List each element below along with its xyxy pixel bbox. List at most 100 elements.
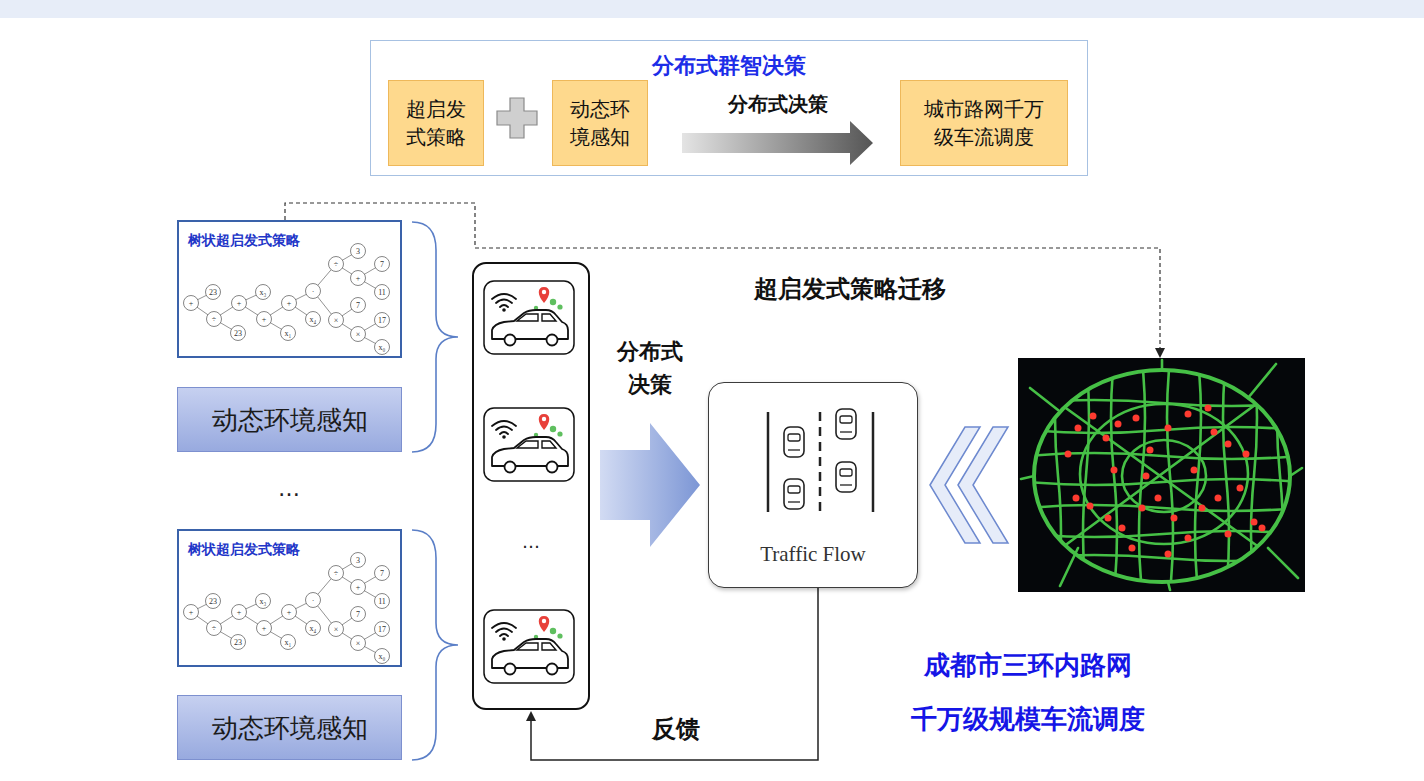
expression-tree-part (257, 621, 272, 636)
tree-node-label: + (189, 299, 194, 308)
expression-tree-part (184, 296, 199, 311)
road-lanes-icon-part (784, 427, 804, 457)
vehicle-icons-part (484, 408, 574, 481)
road-lanes-icon-part (819, 412, 822, 512)
expression-tree-part (329, 313, 344, 328)
expression-tree-part (351, 244, 366, 259)
tree-node-label: ÷ (212, 624, 216, 633)
expression-tree-part (232, 296, 247, 311)
expression-tree-part (351, 607, 366, 622)
expression-tree-part (351, 298, 366, 313)
vehicle-icons-part (557, 304, 562, 309)
tree-node-label: + (262, 624, 267, 633)
road-network-drawing-part (1119, 525, 1126, 532)
tree-node-label: 11 (378, 597, 386, 606)
box-label: 城市路网千万级车流调度 (921, 95, 1047, 151)
tree-node-label: + (356, 583, 361, 592)
road-network-drawing-part (1105, 515, 1112, 522)
tree-node-label: ÷ (334, 569, 338, 578)
expression-tree-part (256, 594, 271, 609)
tree-node-label: + (237, 299, 242, 308)
road-lanes-icon-part (840, 416, 852, 423)
expression-tree-part (306, 312, 321, 327)
tree-node-label: x₁ (285, 329, 292, 338)
vehicle-icons-part (539, 287, 550, 303)
dash-connector (285, 203, 1165, 358)
vehicle-icons-part (502, 308, 506, 312)
road-network-drawing-part (1147, 447, 1154, 454)
road-network-drawing-part (1073, 495, 1080, 502)
tree-node-label: 23 (234, 638, 242, 647)
road-network-drawing-part (1165, 425, 1172, 432)
expression-tree-part (206, 594, 221, 609)
expression-tree-part (351, 271, 366, 286)
road-network-drawing-part (1028, 479, 1298, 485)
vehicle-icons-part (557, 431, 562, 436)
map-caption: 成都市三环内路网千万级规模车流调度 (898, 649, 1158, 735)
expression-tree-part (351, 580, 366, 595)
block-arrow-shape (682, 121, 873, 165)
road-network-drawing-part (1133, 415, 1140, 422)
vehicle-icons-part (550, 299, 556, 305)
tree-node-label: + (287, 299, 292, 308)
perception-box: 动态环境感知 (177, 387, 402, 452)
road-network-drawing-part (1143, 473, 1150, 480)
vehicle-icons-part (550, 628, 556, 634)
tree-node-label: 7 (356, 610, 360, 619)
road-network-drawing-part (1028, 531, 1298, 537)
expression-tree-part (375, 257, 390, 272)
box-label: 超启发式策略 (401, 95, 471, 151)
road-lanes-icon-part (840, 484, 852, 485)
curly-brace (412, 530, 458, 760)
vehicle-icons-part (542, 417, 546, 421)
road-lanes-icon-part (836, 409, 856, 439)
tree-node-label: 23 (209, 288, 217, 297)
vehicle-icons-part (517, 643, 556, 650)
expression-tree-part (231, 326, 246, 341)
expression-tree-part (329, 257, 344, 272)
vehicle-icons-part (550, 426, 556, 432)
vehicle-icons-part (505, 335, 516, 346)
expression-tree-part (191, 251, 382, 347)
edge-label: 反馈 (644, 713, 708, 745)
expression-tree-part (184, 605, 199, 620)
vehicle-icons-part (542, 619, 546, 623)
road-network-drawing-part (1028, 505, 1298, 511)
expression-tree-part (256, 285, 271, 300)
road-network-drawing-part (1103, 435, 1110, 442)
tree-node-label: × (334, 625, 339, 634)
tree-node-label: x₃ (260, 288, 267, 297)
road-network-drawing-part (1205, 405, 1212, 412)
tree-strategy-panel: 树状超启发式策略+23÷23+x₃+x₁+·x₄÷3+7117×17×x₀ (177, 220, 402, 358)
tree-strategy-panel: 树状超启发式策略+23÷23+x₃+x₁+·x₄÷3+7117×17×x₀ (177, 529, 402, 667)
tree-node-label: 3 (356, 247, 360, 256)
road-network-drawing-part (1028, 358, 1298, 592)
expression-tree-part (231, 635, 246, 650)
road-network-drawing-part (1034, 370, 1290, 582)
vehicle-icons-part (492, 310, 568, 339)
road-network-drawing-part (1080, 404, 1248, 544)
expression-tree-part (329, 566, 344, 581)
road-lanes-icon-part (784, 479, 804, 509)
vehicle-icons-part (502, 435, 506, 439)
road-network-drawing-part (1165, 551, 1172, 558)
tree-node-label: ÷ (212, 315, 216, 324)
road-lanes-icon-part (767, 412, 770, 512)
road-network-drawing-part (1237, 485, 1244, 492)
road-lanes-icon-part (788, 449, 800, 450)
expression-tree-part (306, 593, 321, 608)
box-label: 动态环境感知 (212, 711, 368, 745)
road-network-drawing-part (1155, 495, 1162, 502)
expression-tree-part (375, 622, 390, 637)
expression-tree-part (207, 312, 222, 327)
vehicle-icons-part (505, 664, 516, 675)
dashed-line (285, 203, 1160, 348)
arrowhead (526, 711, 536, 721)
road-network-drawing-part (1225, 441, 1232, 448)
box-label: 动态环境感知 (212, 403, 368, 437)
curly-brace (412, 222, 458, 452)
road-network-drawing-part (1195, 358, 1201, 592)
vehicle-icons-part (484, 281, 574, 354)
expression-tree-part (281, 326, 296, 341)
gray-connector (682, 121, 873, 165)
